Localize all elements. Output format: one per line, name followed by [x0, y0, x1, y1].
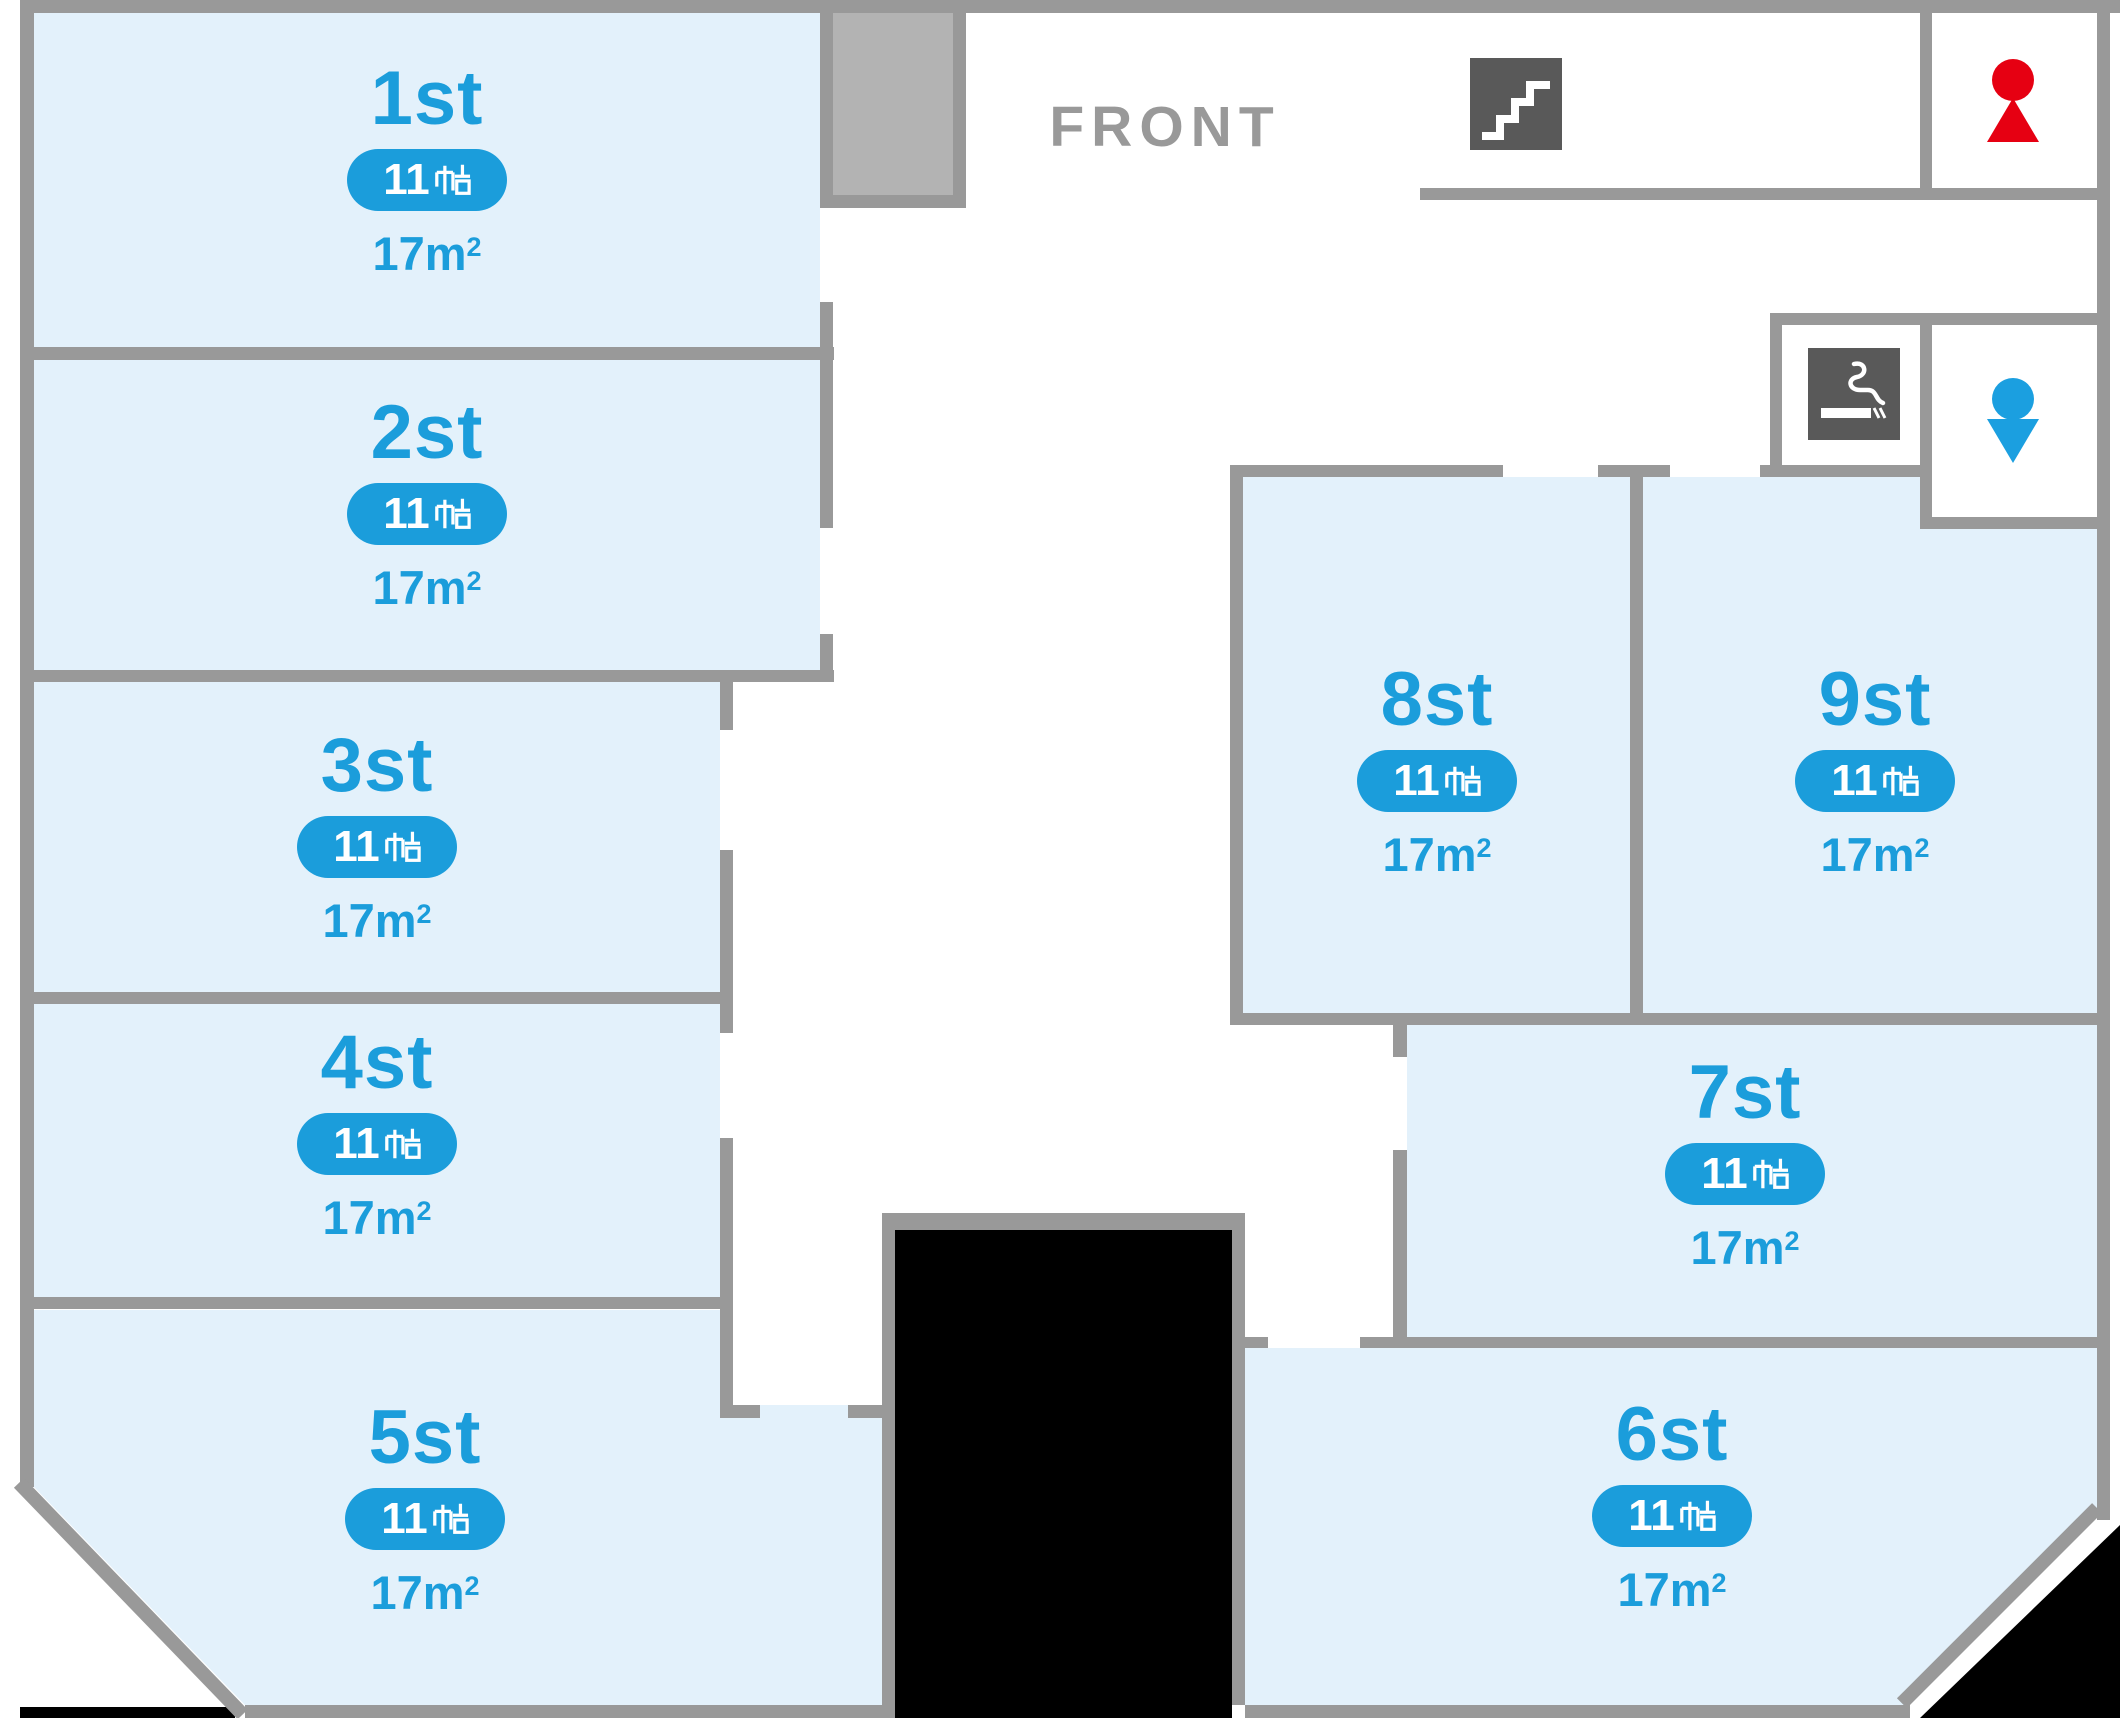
wall-room4-right-lower	[720, 1138, 733, 1418]
room-label-3st: 3st 11 17m2	[247, 723, 507, 944]
room-number: 2st	[370, 390, 484, 475]
jou-kanji-glyph	[434, 498, 471, 529]
room-number: 5st	[368, 1395, 482, 1480]
room-number: 6st	[1615, 1392, 1729, 1477]
stairs-icon	[1470, 58, 1562, 150]
wall-room7-bottom	[1360, 1337, 2110, 1348]
jou-kanji-glyph	[1444, 765, 1481, 796]
jou-kanji-glyph	[432, 1503, 469, 1534]
shaft-wall	[882, 1213, 895, 1718]
jou-kanji-glyph	[1882, 765, 1919, 796]
divider-room8-room9	[1630, 477, 1643, 1025]
outer-wall-right	[2097, 13, 2110, 1520]
room-label-2st: 2st 11 17m2	[297, 390, 557, 611]
divider-room3-room4	[20, 992, 733, 1004]
room-label-4st: 4st 11 17m2	[247, 1020, 507, 1241]
bottom-left-black-bar	[20, 1707, 235, 1718]
shaft-wall-top	[882, 1213, 1245, 1230]
wall-room6-stub	[1240, 1337, 1268, 1348]
corridor-end-stub-left	[720, 1405, 760, 1418]
room-area: 17m2	[322, 1191, 432, 1244]
shaft-wall-right	[1232, 1213, 1245, 1705]
room-area: 17m2	[322, 894, 432, 947]
wall-room8-left	[1230, 465, 1243, 1025]
outer-wall-left	[20, 0, 34, 1487]
wall-room8-top-right	[1598, 465, 1670, 477]
wall-room3-right-upper	[720, 682, 733, 730]
jou-kanji-glyph	[434, 164, 471, 195]
wall-room89-bottom	[1243, 1013, 2110, 1025]
shaft-area	[895, 1230, 1232, 1718]
room-number: 4st	[320, 1020, 434, 1105]
mens-restroom-icon	[1985, 373, 2041, 465]
room-label-5st: 5st 11 17m2	[295, 1395, 555, 1616]
room-area: 17m2	[370, 1566, 480, 1619]
room-label-6st: 6st 11 17m2	[1542, 1392, 1802, 1613]
size-badge: 11	[347, 149, 507, 211]
mens-restroom-wall-left	[1920, 325, 1932, 529]
divider-room2-room3	[20, 670, 834, 682]
size-badge: 11	[1592, 1485, 1752, 1547]
room-9st-area	[1643, 477, 2097, 1013]
room-area: 17m2	[372, 561, 482, 614]
wall-room3-right-lower	[720, 850, 733, 1003]
room-number: 8st	[1380, 657, 1494, 742]
wall-room1-right	[820, 302, 833, 347]
jou-kanji-glyph	[1679, 1500, 1716, 1531]
divider-room1-room2	[20, 347, 834, 360]
wall-room6-bottom	[1245, 1705, 1910, 1718]
size-badge: 11	[345, 1488, 505, 1550]
wall-room2-right-upper	[820, 360, 833, 528]
room-area: 17m2	[1382, 828, 1492, 881]
wall-room5-bottom	[245, 1705, 882, 1718]
wall-room7-left-lower	[1393, 1150, 1407, 1337]
womens-restroom-icon	[1985, 54, 2041, 146]
size-badge: 11	[1357, 750, 1517, 812]
jou-kanji-glyph	[384, 1128, 421, 1159]
room-label-7st: 7st 11 17m2	[1615, 1050, 1875, 1271]
room-label-9st: 9st 11 17m2	[1745, 657, 2005, 878]
divider-room4-room5	[20, 1297, 733, 1309]
smoking-room-wall-bottom	[1760, 465, 1922, 477]
room-8st-area	[1243, 477, 1630, 1013]
wall-room7-left-upper	[1393, 1025, 1407, 1057]
jou-kanji-glyph	[1752, 1158, 1789, 1189]
room-label-1st: 1st 11 17m2	[297, 56, 557, 277]
room-area: 17m2	[372, 227, 482, 280]
smoking-area-icon	[1808, 348, 1900, 440]
outer-wall-top	[20, 0, 2120, 13]
room-number: 9st	[1818, 657, 1932, 742]
wall-room8-top-left	[1230, 465, 1503, 477]
wall-under-stairs	[1420, 188, 2110, 200]
smoking-room-wall-left	[1770, 313, 1782, 477]
room-number: 7st	[1688, 1050, 1802, 1135]
jou-kanji-glyph	[384, 831, 421, 862]
size-badge: 11	[347, 483, 507, 545]
front-label: FRONT	[1049, 95, 1281, 159]
room-area: 17m2	[1617, 1563, 1727, 1616]
room-area: 17m2	[1820, 828, 1930, 881]
elevator-box-inner	[833, 13, 953, 195]
room-number: 1st	[370, 56, 484, 141]
size-badge: 11	[297, 816, 457, 878]
room-number: 3st	[320, 723, 434, 808]
wall-room2-right-lower	[820, 634, 833, 670]
size-badge: 11	[297, 1113, 457, 1175]
size-badge: 11	[1665, 1143, 1825, 1205]
wall-room4-right-upper	[720, 1003, 733, 1033]
womens-restroom-wall-left	[1920, 13, 1932, 198]
mens-restroom-wall-bottom	[1920, 517, 2097, 529]
size-badge: 11	[1795, 750, 1955, 812]
room-area: 17m2	[1690, 1221, 1800, 1274]
smoking-room-wall-top	[1770, 313, 2097, 325]
room-label-8st: 8st 11 17m2	[1307, 657, 1567, 878]
